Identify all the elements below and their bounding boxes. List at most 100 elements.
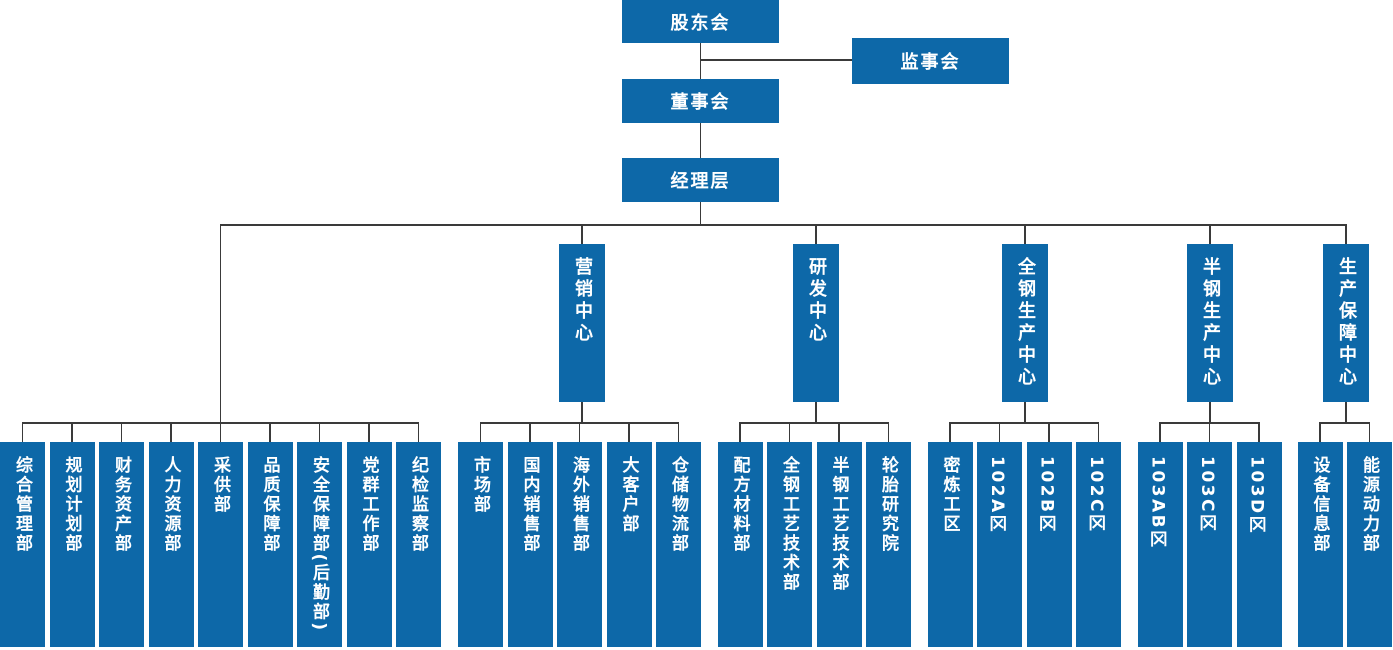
connector-line	[120, 422, 123, 442]
node-dept-party-group-work: 党群工作部	[346, 442, 392, 647]
node-board-of-directors: 董事会	[622, 79, 779, 123]
connector-line	[1097, 422, 1100, 442]
node-dept-safety-logistics: 安全保障部(后勤部)	[297, 442, 342, 647]
node-dept-planning-label: 规划计划部	[61, 456, 82, 554]
node-supervisors-label: 监事会	[900, 52, 961, 73]
connector-line	[1345, 224, 1347, 244]
node-dept-allsteel-process-tech-label: 全钢工艺技术部	[779, 456, 799, 593]
connector-line	[739, 422, 890, 424]
connector-line	[219, 224, 1347, 226]
node-dept-domestic-sales: 国内销售部	[507, 442, 553, 647]
node-center-marketing: 营销中心	[559, 244, 605, 402]
connector-line	[417, 422, 420, 442]
node-dept-human-resources: 人力资源部	[148, 442, 194, 647]
node-area-103c-label: 103C区	[1197, 456, 1217, 534]
node-center-allsteel-production-label: 全钢生产中心	[1015, 257, 1036, 389]
node-center-rnd: 研发中心	[793, 244, 839, 402]
connector-line	[479, 422, 482, 442]
connector-line	[1319, 422, 1371, 424]
connector-line	[699, 43, 701, 79]
node-area-102c: 102C区	[1076, 442, 1121, 647]
connector-line	[219, 422, 222, 442]
node-area-102b: 102B区	[1026, 442, 1072, 647]
connector-line	[368, 422, 370, 442]
node-tire-research-institute-label: 轮胎研究院	[878, 456, 898, 554]
node-dept-key-accounts-label: 大客户部	[618, 456, 639, 534]
node-dept-market: 市场部	[458, 442, 503, 647]
connector-line	[21, 422, 24, 442]
node-mixing-workshop: 密炼工区	[927, 442, 973, 647]
node-dept-party-group-work-label: 党群工作部	[358, 456, 379, 554]
node-dept-equipment-info: 设备信息部	[1297, 442, 1343, 647]
node-dept-domestic-sales-label: 国内销售部	[519, 456, 540, 554]
connector-line	[1368, 422, 1371, 442]
connector-line	[1345, 402, 1347, 423]
connector-line	[269, 422, 271, 442]
connector-line	[1258, 422, 1260, 442]
node-dept-quality-assurance-label: 品质保障部	[259, 456, 280, 554]
connector-line	[699, 123, 701, 158]
connector-line	[887, 422, 890, 442]
node-dept-planning: 规划计划部	[49, 442, 95, 647]
node-management-label: 经理层	[670, 171, 731, 192]
node-dept-semisteel-process-tech: 半钢工艺技术部	[816, 442, 862, 647]
node-center-semisteel-production: 半钢生产中心	[1187, 244, 1233, 402]
connector-line	[581, 224, 583, 244]
node-dept-formula-materials-label: 配方材料部	[729, 456, 750, 554]
connector-line	[1048, 422, 1050, 442]
node-center-marketing-label: 营销中心	[572, 257, 593, 345]
node-dept-general-management-label: 综合管理部	[12, 456, 32, 554]
connector-line	[838, 422, 840, 442]
connector-line	[699, 202, 701, 225]
node-dept-finance-assets: 财务资产部	[99, 442, 144, 647]
connector-line	[700, 59, 852, 61]
node-area-102b-label: 102B区	[1036, 456, 1057, 534]
node-dept-safety-logistics-label: 安全保障部(后勤部)	[309, 456, 329, 633]
node-dept-energy-power-label: 能源动力部	[1359, 456, 1379, 554]
node-dept-key-accounts: 大客户部	[606, 442, 652, 647]
connector-line	[71, 422, 73, 442]
node-area-102a-label: 102A区	[987, 456, 1007, 535]
node-dept-market-label: 市场部	[470, 456, 490, 515]
node-dept-procurement: 采供部	[198, 442, 243, 647]
node-dept-allsteel-process-tech: 全钢工艺技术部	[767, 442, 812, 647]
connector-line	[949, 422, 951, 442]
node-area-102c-label: 102C区	[1086, 456, 1106, 534]
node-tire-research-institute: 轮胎研究院	[866, 442, 911, 647]
node-shareholders: 股东会	[622, 0, 779, 43]
node-dept-quality-assurance: 品质保障部	[247, 442, 293, 647]
node-area-103c: 103C区	[1187, 442, 1232, 647]
connector-line	[318, 422, 321, 442]
connector-line	[788, 422, 791, 442]
connector-line	[578, 422, 581, 442]
node-dept-semisteel-process-tech-label: 半钢工艺技术部	[828, 456, 849, 593]
node-dept-formula-materials: 配方材料部	[717, 442, 763, 647]
node-dept-procurement-label: 采供部	[210, 456, 230, 515]
connector-line	[1209, 402, 1211, 423]
node-dept-warehouse-logistics: 仓储物流部	[656, 442, 701, 647]
node-center-production-support-label: 生产保障中心	[1336, 257, 1357, 389]
node-center-semisteel-production-label: 半钢生产中心	[1200, 257, 1221, 389]
connector-line	[1319, 422, 1321, 442]
node-center-rnd-label: 研发中心	[806, 257, 827, 345]
node-area-103ab: 103AB区	[1137, 442, 1183, 647]
node-area-103d-label: 103D区	[1246, 456, 1267, 536]
node-mixing-workshop-label: 密炼工区	[939, 456, 960, 534]
connector-line	[1024, 224, 1026, 244]
connector-line	[581, 402, 583, 423]
connector-line	[815, 402, 817, 423]
node-area-103d: 103D区	[1236, 442, 1282, 647]
node-shareholders-label: 股东会	[670, 12, 731, 34]
node-area-103ab-label: 103AB区	[1147, 456, 1168, 550]
connector-line	[1024, 402, 1026, 423]
node-dept-general-management: 综合管理部	[0, 442, 45, 647]
connector-line	[219, 224, 222, 423]
node-dept-equipment-info-label: 设备信息部	[1309, 456, 1330, 554]
node-center-allsteel-production: 全钢生产中心	[1002, 244, 1048, 402]
connector-line	[628, 422, 630, 442]
node-dept-discipline-inspection-label: 纪检监察部	[408, 456, 428, 554]
node-management: 经理层	[622, 158, 779, 202]
connector-line	[1159, 422, 1161, 442]
node-dept-overseas-sales-label: 海外销售部	[569, 456, 589, 554]
